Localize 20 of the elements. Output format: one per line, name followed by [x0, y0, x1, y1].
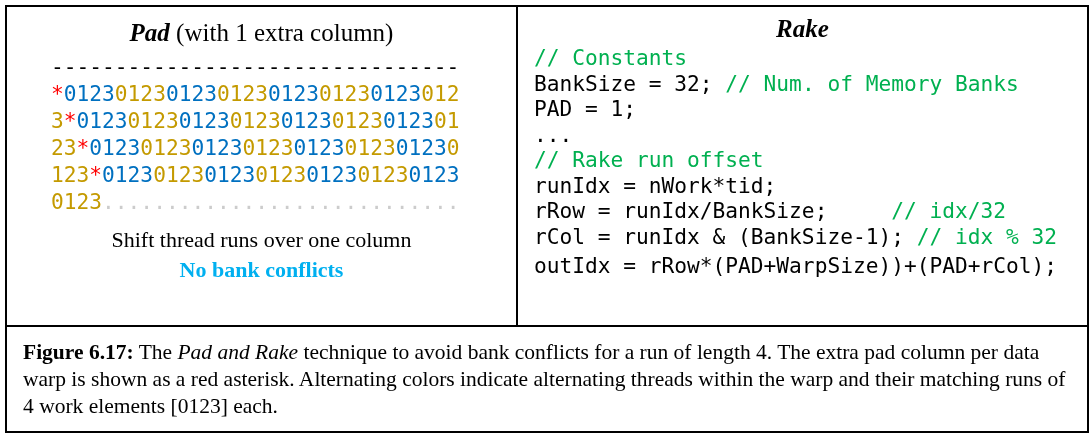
code-line: // Constants — [534, 45, 688, 71]
note-text: No bank conflicts — [178, 256, 345, 284]
code-line: runIdx = nWork*tid; — [534, 172, 777, 198]
code-line: rRow = runIdx/BankSize; // idx/32 — [534, 198, 1006, 224]
code-line: // Rake run offset — [534, 147, 764, 173]
code-line: ... — [534, 121, 573, 147]
panel-heading: Pad (with 1 extra column) — [128, 18, 395, 49]
digit-row: 0123............................ — [51, 188, 460, 215]
figure-caption: Figure 6.17: The Pad and Rake technique to avoid bank conflicts for a run of length 4. The extra pad column per data warp is shown as a red asterisk. Alternating colors indicate alternating threads within the warp and their matching runs of 4 work elements [0123] each. — [7, 325, 1087, 432]
code-line: outIdx = rRow*(PAD+WarpSize))+(PAD+rCol); — [534, 253, 1057, 279]
panel-heading: Rake — [775, 14, 830, 44]
note-text: Shift thread runs over one column — [110, 226, 413, 254]
code-line: BankSize = 32; // Num. of Memory Banks — [534, 70, 1019, 96]
digit-row: 3*012301230123012301230123012301 — [51, 107, 460, 134]
digit-row: *0123012301230123012301230123012 — [51, 80, 460, 107]
digit-row: 23*01230123012301230123012301230 — [51, 134, 460, 161]
code-line: rCol = runIdx & (BankSize-1); // idx % 32 — [534, 223, 1057, 249]
dashed-rule-text: -------------------------------- — [51, 53, 460, 80]
code-line: PAD = 1; — [534, 96, 637, 122]
digit-row: 123*0123012301230123012301230123 — [51, 161, 460, 188]
